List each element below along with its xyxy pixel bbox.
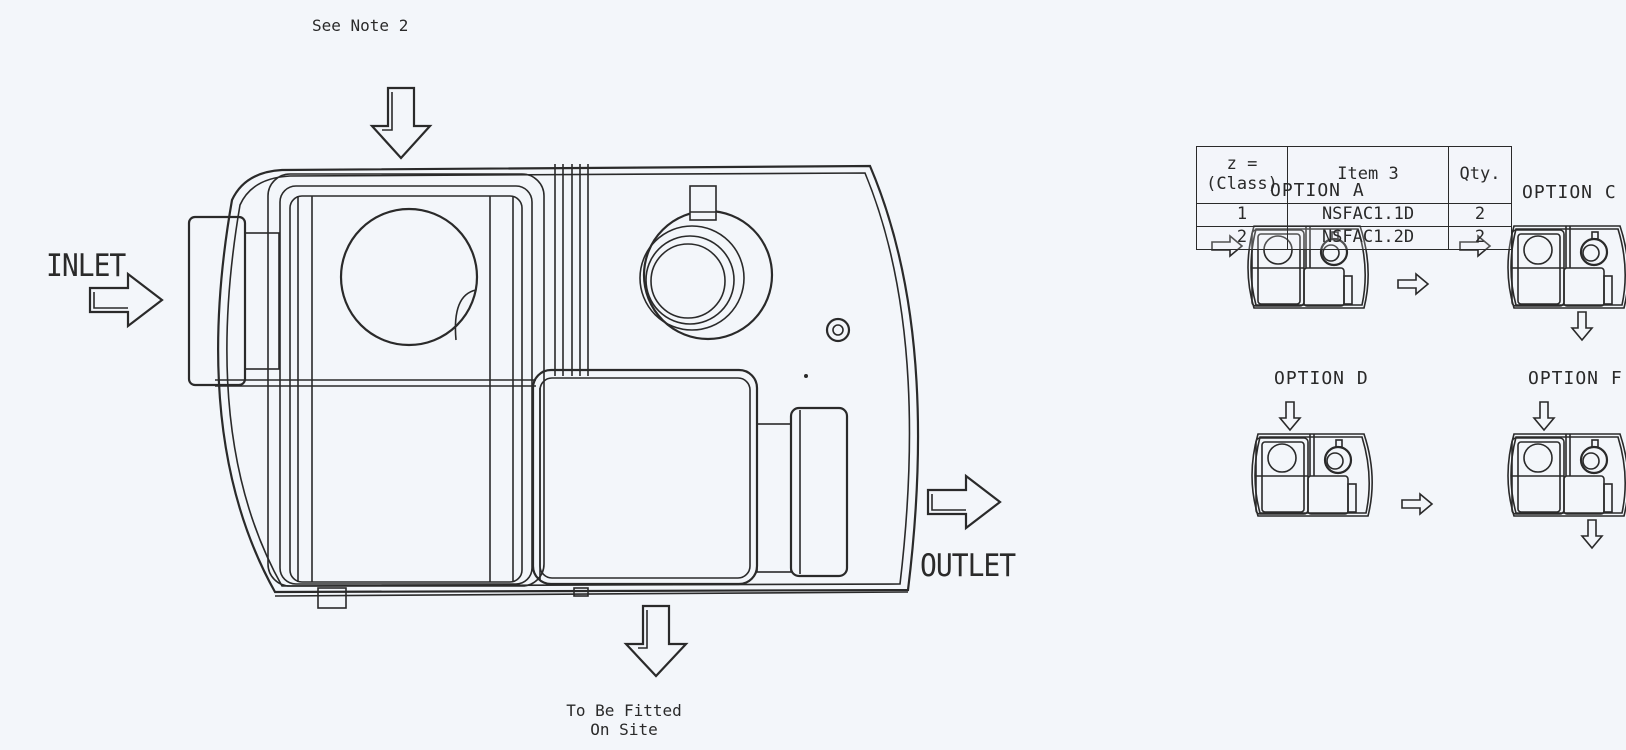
option-f-arrow-in <box>1533 401 1555 431</box>
main-tank <box>187 164 920 609</box>
left-compartment-inner2 <box>289 195 523 583</box>
arrow-outlet-shadow <box>931 494 966 511</box>
left-compartment-inner <box>279 185 533 585</box>
cell-class: 2 <box>1196 226 1288 250</box>
port-ring-2 <box>645 235 735 325</box>
inlet-flange <box>187 215 247 387</box>
option-d-tank <box>1250 432 1374 518</box>
arrow-outlet <box>926 473 1002 531</box>
arrow-down-top <box>369 86 433 160</box>
option-c-label: OPTION C <box>1522 182 1617 203</box>
header-item: Item 3 <box>1287 146 1449 204</box>
option-d-arrow-in <box>1279 401 1301 431</box>
table-row: 2 NSFAC1.2D 2 <box>1196 226 1512 250</box>
cell-item: NSFAC1.1D <box>1287 203 1449 227</box>
access-port-large <box>339 207 479 347</box>
vent-screw-inner <box>832 324 844 336</box>
vent-screw-outer <box>825 317 851 343</box>
outlet-flange <box>789 406 849 578</box>
cell-item: NSFAC1.2D <box>1287 226 1449 250</box>
foot-right <box>573 587 589 597</box>
arrow-down-bottom-shadow <box>638 610 648 649</box>
lower-box-inner <box>539 377 751 579</box>
lower-box <box>531 368 759 586</box>
option-d-label: OPTION D <box>1274 368 1369 389</box>
outlet-spout <box>756 423 792 573</box>
cell-qty: 2 <box>1448 226 1512 250</box>
bottom-line <box>274 591 909 597</box>
foot-left <box>317 587 347 609</box>
tank-inner-outline <box>226 172 911 587</box>
cell-qty: 2 <box>1448 203 1512 227</box>
table-row: 1 NSFAC1.1D 2 <box>1196 203 1512 227</box>
option-c-tank <box>1506 224 1626 310</box>
port-notch <box>454 289 477 341</box>
spec-table-header: z = (Class) Item 3 Qty. <box>1196 146 1512 204</box>
cell-class: 1 <box>1196 203 1288 227</box>
arrow-down-top-shadow <box>382 92 393 131</box>
fit-label-line2: On Site <box>590 720 658 739</box>
arrow-inlet-shadow <box>93 292 128 309</box>
arrow-down-bottom <box>623 604 689 678</box>
outlet-label: OUTLET <box>920 547 1016 584</box>
see-note-label: See Note 2 <box>312 16 409 35</box>
option-a-label: OPTION A <box>1270 180 1365 201</box>
port-tab <box>689 185 717 221</box>
option-d-arrow-out <box>1401 493 1433 515</box>
inlet-spout <box>244 232 280 370</box>
spec-table: z = (Class) Item 3 Qty. 1 NSFAC1.1D 2 2 … <box>1196 146 1512 250</box>
option-c-arrow-out <box>1571 311 1593 341</box>
option-f-tank <box>1506 432 1626 518</box>
tank-outline <box>217 164 920 594</box>
inlet-label: INLET <box>46 247 126 284</box>
arrow-inlet <box>88 271 164 329</box>
option-a-arrow-out <box>1397 273 1429 295</box>
port-ring-3 <box>650 243 726 319</box>
option-f-arrow-out <box>1581 519 1603 549</box>
option-f-label: OPTION F <box>1528 368 1623 389</box>
header-qty: Qty. <box>1448 146 1512 204</box>
dot-mark <box>804 374 808 378</box>
fit-label-line1: To Be Fitted <box>566 701 682 720</box>
port-ring-1 <box>639 225 745 331</box>
